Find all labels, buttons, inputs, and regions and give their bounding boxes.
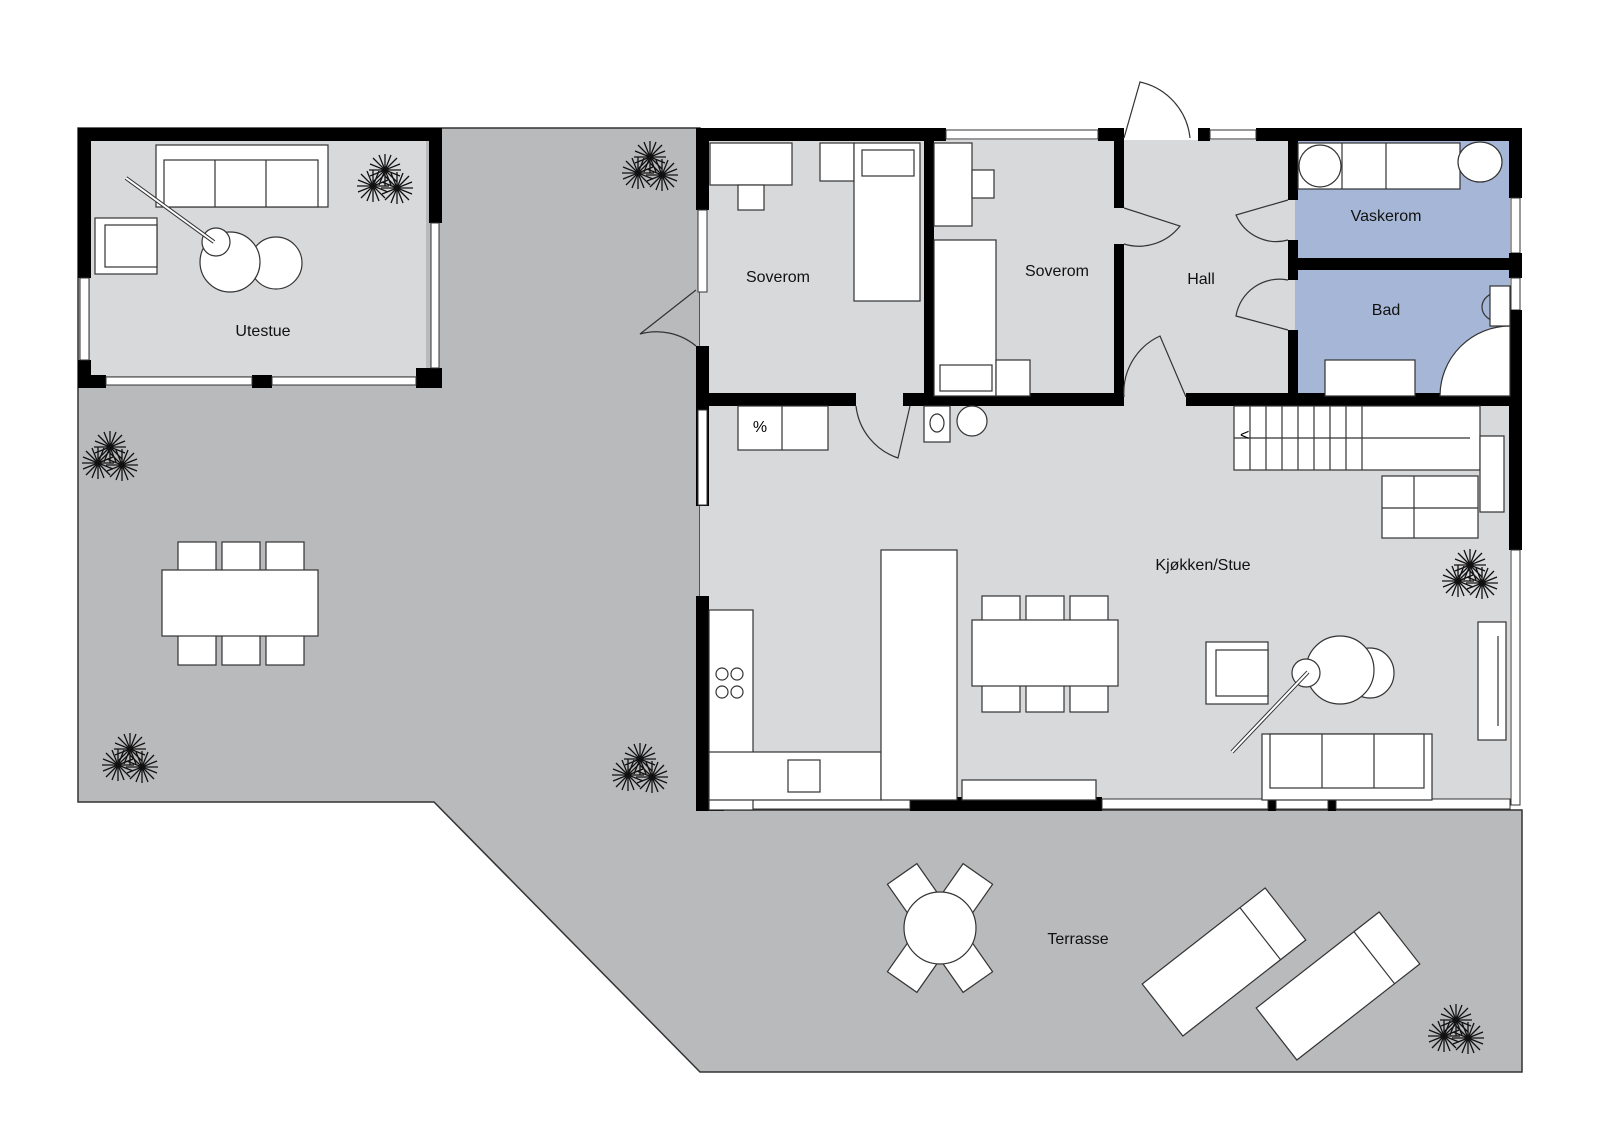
room-label-kjokken-stue: Kjøkken/Stue [1155, 557, 1250, 574]
wet-room-fixtures [1297, 141, 1511, 397]
room-label-hall: Hall [1187, 271, 1215, 288]
stair-arrow-icon: < [1240, 427, 1249, 444]
room-label-terrasse: Terrasse [1047, 931, 1108, 948]
house-walls [696, 128, 1522, 811]
soverom-1-furniture [709, 142, 921, 302]
room-labels: Utestue Soverom Soverom Hall Vaskerom Ba… [235, 208, 1421, 948]
room-label-utestue: Utestue [235, 323, 290, 340]
utestue-furniture [94, 144, 413, 293]
washer-symbol: % [753, 419, 767, 436]
kitchen-living-furniture: % < [708, 405, 1507, 811]
room-label-soverom-2: Soverom [1025, 263, 1089, 280]
doors [639, 81, 1289, 459]
utestue-walls [78, 128, 442, 388]
terrace-furniture [886, 862, 1484, 1061]
soverom-2-furniture [933, 142, 1031, 397]
room-label-vaskerom: Vaskerom [1351, 208, 1422, 225]
stair-treads [1234, 406, 1478, 538]
room-label-bad: Bad [1372, 302, 1400, 319]
patio-furniture [82, 141, 678, 793]
room-label-soverom-1: Soverom [746, 269, 810, 286]
